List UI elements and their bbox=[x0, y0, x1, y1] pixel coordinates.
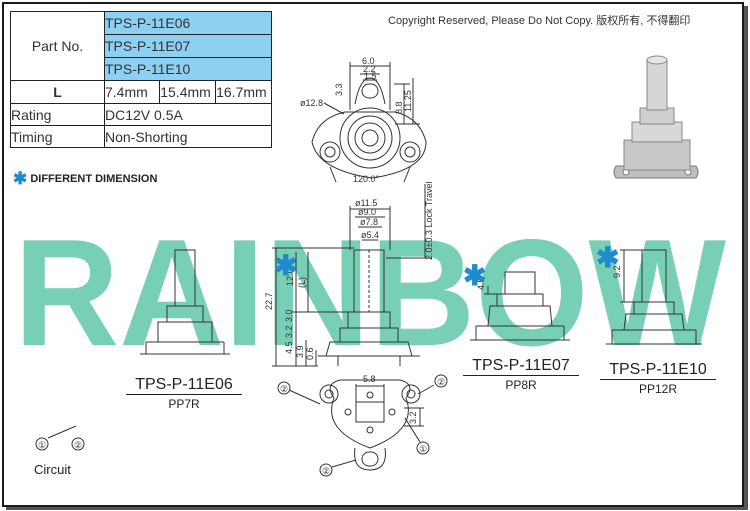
length-label: L bbox=[10, 80, 105, 104]
model-name: TPS-P-11E10 bbox=[600, 361, 716, 380]
model-name: TPS-P-11E07 bbox=[463, 357, 579, 376]
dim-side-total: 22.7 bbox=[264, 292, 274, 310]
dim-top-dia: ø12.8 bbox=[300, 98, 323, 108]
length-value-2: 15.4mm bbox=[159, 80, 217, 104]
dim-side-s5: 0.6 bbox=[305, 347, 315, 360]
dim-side-s1: 3.0 bbox=[284, 309, 294, 322]
asterisk-icon: ✱ bbox=[596, 242, 620, 273]
dim-top-w2: 2.2 bbox=[363, 64, 376, 74]
top-view-labels: 6.0 2.2 1.5 3.3 8.8 11.25 ø12.8 120.0° bbox=[300, 56, 413, 184]
timing-value: Non-Shorting bbox=[104, 125, 272, 148]
model-code: PP7R bbox=[168, 397, 200, 411]
dim-right-height: 9.2 bbox=[612, 265, 622, 278]
dim-top-w1: 6.0 bbox=[362, 56, 375, 66]
spec-table: Part No. TPS-P-11E06 TPS-P-11E07 TPS-P-1… bbox=[10, 11, 272, 148]
circuit-pin-1: ① bbox=[38, 440, 46, 450]
dim-side-travel: 2.0±0.3 Lock Travel bbox=[424, 182, 434, 260]
right-view-drawing bbox=[606, 249, 702, 345]
dim-bottom-h: 3.2 bbox=[408, 411, 418, 424]
dim-top-h3: 11.25 bbox=[403, 90, 413, 112]
rainbow-watermark: RAINBOW bbox=[14, 208, 727, 378]
timing-label: Timing bbox=[10, 125, 105, 148]
product-render bbox=[613, 55, 699, 179]
pin-label-top-right: ② bbox=[437, 377, 445, 387]
dim-side-s2: 3.2 bbox=[284, 325, 294, 338]
pin-label-top-left: ② bbox=[280, 384, 288, 394]
model-code: PP12R bbox=[638, 382, 678, 396]
part-number-2: TPS-P-11E07 bbox=[104, 34, 272, 58]
frame-shadow-right bbox=[744, 6, 748, 509]
side-view-labels: ø11.5 ø9.0 ø7.8 ø5.4 2.0±0.3 Lock Travel… bbox=[264, 182, 434, 360]
rating-label: Rating bbox=[10, 103, 105, 126]
dim-top-h2: 8.8 bbox=[394, 101, 404, 114]
dim-side-shaft: 12.0 bbox=[285, 268, 295, 286]
circuit-label: Circuit bbox=[34, 462, 71, 477]
circuit-symbol bbox=[35, 425, 85, 451]
pin-label-right: ① bbox=[419, 444, 427, 454]
dim-top-w3: 1.5 bbox=[364, 71, 377, 81]
dim-side-d4: ø5.4 bbox=[361, 230, 379, 240]
copyright-notice: Copyright Reserved, Please Do Not Copy. … bbox=[388, 15, 691, 27]
asterisk-icon: ✱ bbox=[13, 169, 28, 188]
model-label-e06: TPS-P-11E06 PP7R bbox=[126, 376, 242, 411]
model-name: TPS-P-11E06 bbox=[126, 376, 242, 395]
dim-top-base: 120.0° bbox=[353, 174, 380, 184]
top-view-drawing bbox=[311, 62, 427, 183]
model-label-e07: TPS-P-11E07 PP8R bbox=[463, 357, 579, 392]
circuit-pin-2: ② bbox=[74, 440, 82, 450]
middle-view-drawing bbox=[470, 271, 570, 341]
different-dimension-note: ✱ DIFFERENT DIMENSION bbox=[13, 169, 157, 189]
dim-bottom-w: 5.8 bbox=[363, 374, 376, 384]
length-value-1: 7.4mm bbox=[103, 80, 161, 104]
frame-shadow-bottom bbox=[6, 507, 748, 510]
asterisk-icon: ✱ bbox=[463, 260, 487, 291]
model-code: PP8R bbox=[505, 378, 537, 392]
bottom-view-drawing bbox=[277, 374, 448, 477]
part-number-3: TPS-P-11E10 bbox=[104, 57, 272, 81]
length-value-3: 16.7mm bbox=[215, 80, 272, 104]
asterisk-icon: ✱ bbox=[274, 250, 298, 281]
pin-label-bottom: ② bbox=[322, 466, 330, 476]
different-dimension-text: DIFFERENT DIMENSION bbox=[30, 173, 158, 185]
dim-top-h1: 3.3 bbox=[334, 83, 344, 96]
dim-side-l: (L) bbox=[297, 277, 307, 288]
left-view-drawing bbox=[140, 249, 230, 355]
dim-side-d2: ø9.0 bbox=[358, 207, 376, 217]
page-frame bbox=[2, 2, 744, 507]
dim-side-d1: ø11.5 bbox=[355, 198, 377, 208]
model-label-e10: TPS-P-11E10 PP12R bbox=[600, 361, 716, 396]
dim-middle-height: 4.5 bbox=[476, 277, 486, 290]
dim-side-d3: ø7.8 bbox=[360, 217, 378, 227]
part-no-label: Part No. bbox=[10, 11, 105, 81]
dim-side-s4: 3.9 bbox=[295, 345, 305, 358]
dim-side-s3: 4.5 bbox=[284, 341, 294, 354]
side-view-drawing bbox=[272, 184, 432, 367]
part-number-1: TPS-P-11E06 bbox=[104, 11, 272, 35]
